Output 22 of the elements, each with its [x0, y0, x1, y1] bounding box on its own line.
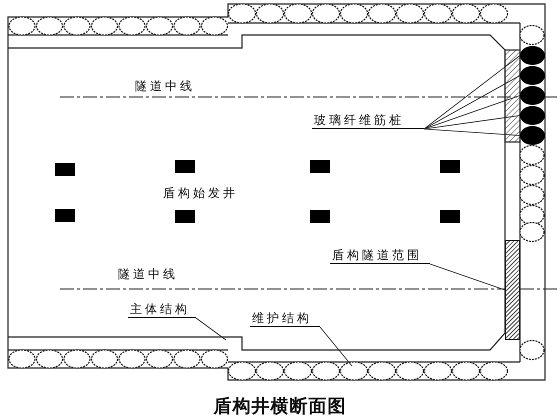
- centerline-label: 隧道中线: [135, 78, 195, 95]
- glass-fiber-pile: [520, 46, 545, 65]
- leader-line: [430, 264, 506, 290]
- figure-title: 盾构井横断面图: [212, 395, 348, 418]
- leader-line: [424, 115, 520, 130]
- leader-line: [320, 326, 352, 366]
- leader-line: [424, 128, 520, 136]
- leader-line: [196, 318, 226, 340]
- leader-line: [424, 95, 520, 130]
- glass-fiber-pile: [520, 126, 545, 145]
- leader-label: 维护结构: [250, 312, 320, 327]
- shaft-name: 盾构始发井: [163, 185, 238, 202]
- leader-label: 盾构隧道范围: [330, 249, 430, 264]
- hatched-zone: [505, 240, 520, 340]
- leader-line: [424, 75, 520, 130]
- leader-label: 主体结构: [128, 303, 196, 318]
- leader-label: 玻璃纤维筋桩: [312, 114, 424, 129]
- glass-fiber-pile: [520, 86, 545, 105]
- glass-fiber-pile: [520, 106, 545, 125]
- leader-line: [424, 55, 520, 130]
- centerline-label: 隧道中线: [118, 266, 178, 283]
- glass-fiber-pile: [520, 66, 545, 85]
